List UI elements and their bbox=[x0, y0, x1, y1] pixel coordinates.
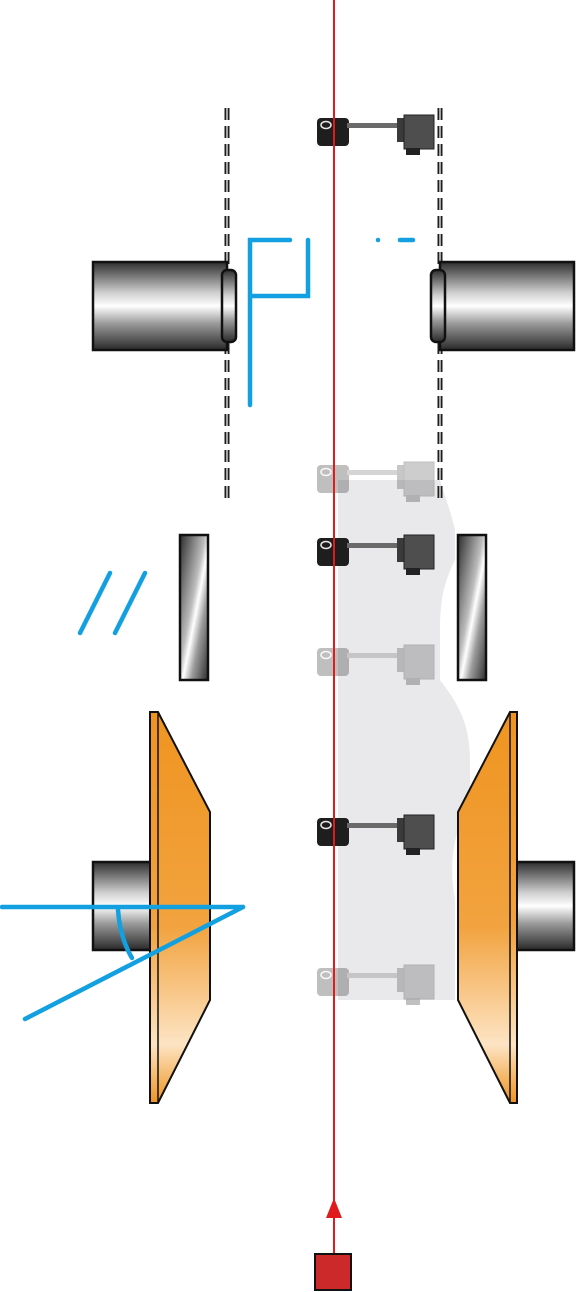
flat-plate-right bbox=[456, 533, 488, 682]
upper-roller-right bbox=[429, 260, 576, 352]
arrow-up-icon bbox=[326, 1198, 342, 1218]
shadow-region bbox=[338, 480, 470, 1000]
upper-roller-left bbox=[91, 260, 238, 352]
perpendicular-marks-icon bbox=[247, 237, 416, 408]
flat-plate-left bbox=[178, 533, 210, 682]
laser-source bbox=[314, 1253, 352, 1291]
conical-disc-right bbox=[457, 711, 576, 1104]
angle-marks-icon bbox=[0, 904, 246, 1022]
parallel-marks-icon bbox=[77, 570, 148, 636]
